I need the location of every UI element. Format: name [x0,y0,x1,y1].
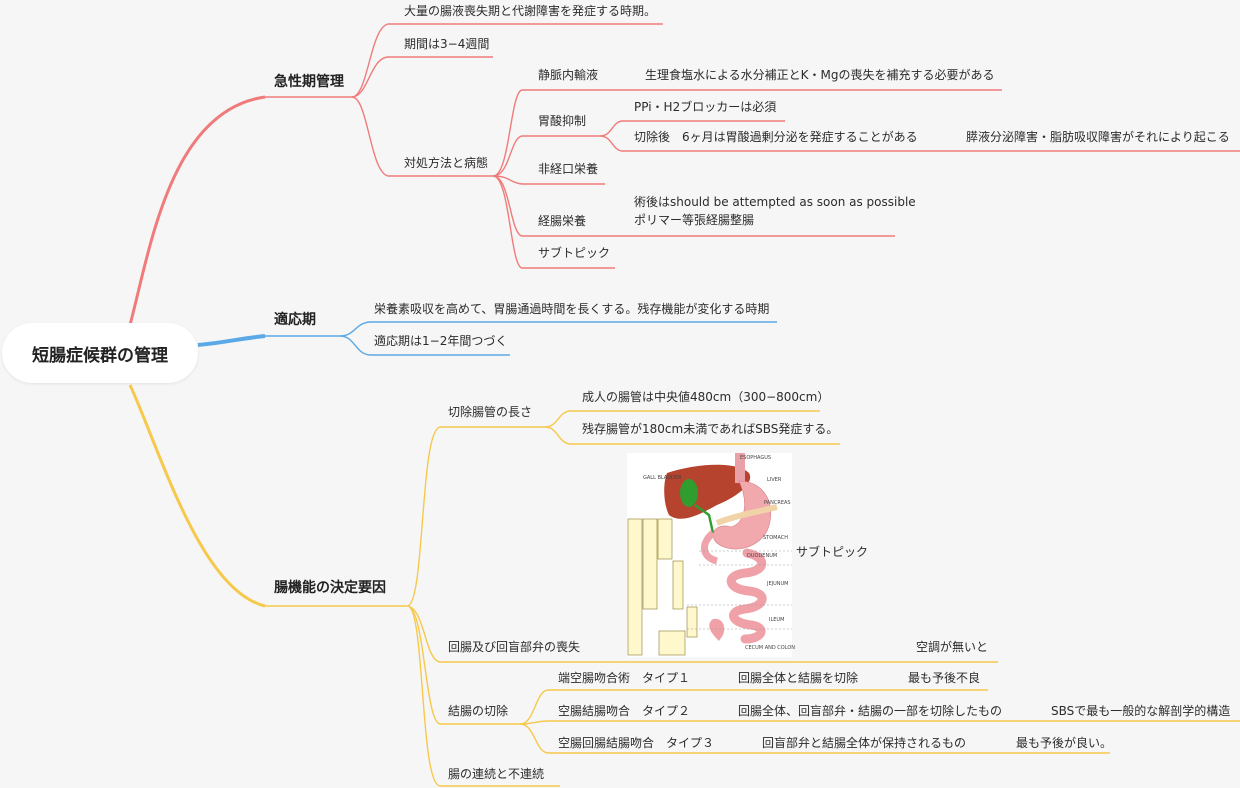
acute-desc[interactable]: 大量の腸液喪失期と代謝障害を発症する時期。 [404,4,657,18]
continuity[interactable]: 腸の連続と不連続 [448,767,545,781]
label-jejunum: JEJUNUM [767,581,789,587]
ileum-loss[interactable]: 回腸及び回盲部弁の喪失 [448,640,581,654]
ileum-note[interactable]: 空調が無いと [916,640,989,654]
type2-desc[interactable]: 回腸全体、回盲部弁・結腸の一部を切除したもの [738,704,1003,718]
topic-factors[interactable]: 腸機能の決定要因 [274,580,386,596]
type1-desc[interactable]: 回腸全体と結腸を切除 [738,671,859,685]
enteral-nutrition[interactable]: 経腸栄養 [538,214,587,228]
resected-length[interactable]: 切除腸管の長さ [448,405,533,419]
type3-desc[interactable]: 回盲部弁と結腸全体が保持されるもの [762,736,967,750]
label-gallbladder: GALL BLADDER [643,475,682,481]
label-esophagus: ESOPHAGUS [740,455,772,461]
iv-fluids[interactable]: 静脈内輸液 [538,68,599,82]
label-stomach: STOMACH [763,535,789,541]
type1-label[interactable]: タイプ１ [642,671,691,685]
acute-measures[interactable]: 対処方法と病態 [404,156,489,170]
post-resection-note[interactable]: 切除後 6ヶ月は胃酸過剰分泌を発症することがある [634,130,918,144]
sbs-threshold[interactable]: 残存腸管が180cm未満であればSBS発症する。 [582,422,839,436]
root-topic[interactable]: 短腸症候群の管理 [2,323,198,383]
label-cecum-colon: CECUM AND COLON [745,645,796,651]
type3-label[interactable]: タイプ３ [666,736,715,750]
type2-label[interactable]: タイプ２ [642,704,691,718]
adapt-desc[interactable]: 栄養素吸収を高めて、胃腸通過時間を長くする。残存機能が変化する時期 [374,302,770,316]
label-liver: LIVER [767,477,782,483]
adapt-duration[interactable]: 適応期は1−2年間つづく [374,334,508,348]
acid-suppression[interactable]: 胃酸抑制 [538,114,587,128]
acute-period[interactable]: 期間は3−4週間 [404,37,490,51]
adult-length[interactable]: 成人の腸管は中央値480cm（300−800cm） [582,390,830,404]
type1-name[interactable]: 端空腸吻合術 [558,671,631,685]
type3-name[interactable]: 空腸回腸結腸吻合 [558,736,655,750]
label-ileum: ILEUM [769,617,785,623]
type2-outcome[interactable]: SBSで最も一般的な解剖学的構造 [1051,704,1231,718]
acute-subtopic[interactable]: サブトピック [538,246,611,260]
enteral-note-1[interactable]: 術後はshould be attempted as soon as possib… [634,195,916,209]
image-caption[interactable]: サブトピック [796,545,869,559]
pancreatic-note[interactable]: 膵液分泌障害・脂肪吸収障害がそれにより起こる [966,130,1230,144]
anatomy-image[interactable]: ESOPHAGUS LIVER GALL BLADDER PANCREAS ST… [627,453,796,657]
iv-note[interactable]: 生理食塩水による水分補正とK・Mgの喪失を補充する必要がある [645,68,995,82]
topic-adapt[interactable]: 適応期 [274,312,316,328]
label-pancreas: PANCREAS [764,500,791,506]
type1-outcome[interactable]: 最も予後不良 [908,671,981,685]
parenteral-nutrition[interactable]: 非経口栄養 [538,162,599,176]
type3-outcome[interactable]: 最も予後が良い。 [1016,736,1113,750]
topic-acute[interactable]: 急性期管理 [274,74,344,90]
colon-resection[interactable]: 結腸の切除 [448,704,509,718]
enteral-note-2[interactable]: ポリマー等張経腸整腸 [634,213,755,227]
label-duodenum: DUODENUM [747,553,778,559]
ppi-note[interactable]: PPi・H2ブロッカーは必須 [634,100,777,114]
type2-name[interactable]: 空腸結腸吻合 [558,704,631,718]
